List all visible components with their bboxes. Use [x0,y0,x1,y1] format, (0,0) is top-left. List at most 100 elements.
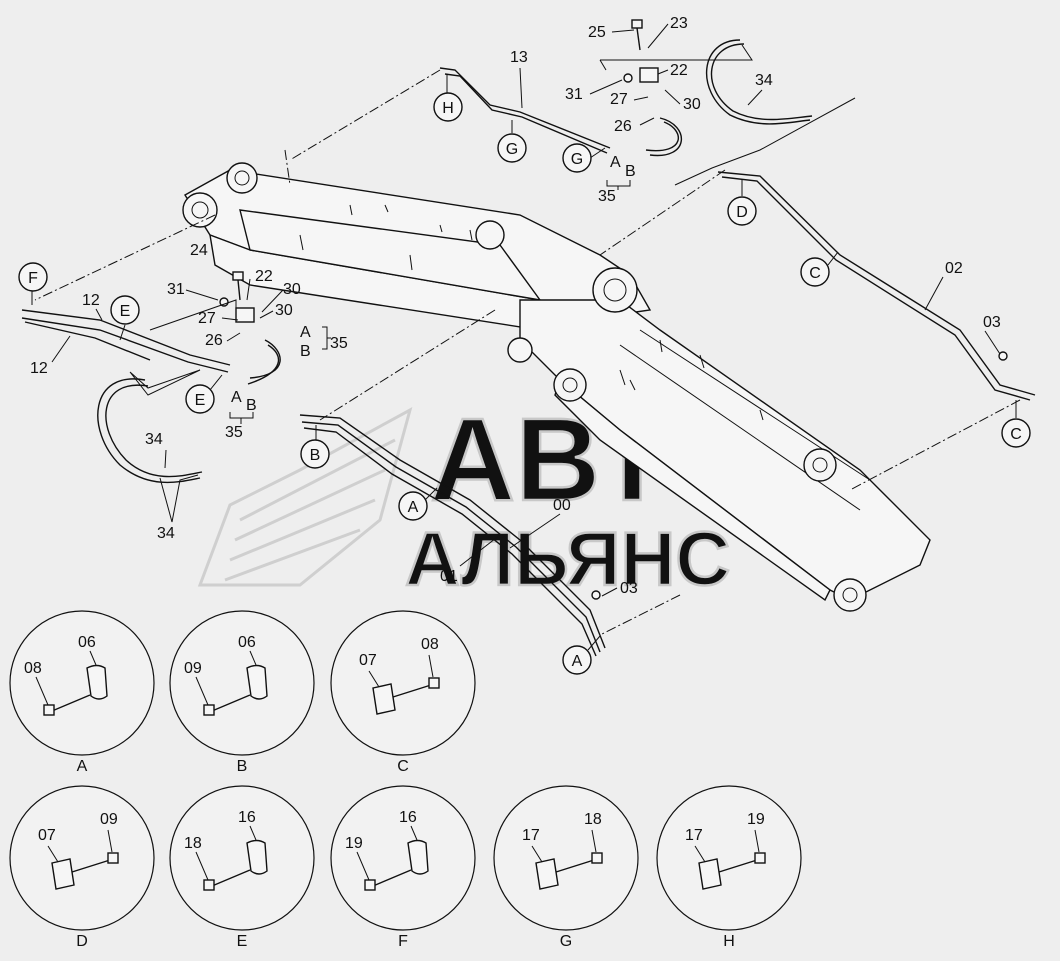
ref-marker-d-label: D [736,204,748,221]
bracket-22-top [639,67,659,83]
callout-24: 24 [190,242,208,259]
callout-30-left-upper: 30 [283,281,301,298]
arm-pin-boss-left [182,192,218,228]
detail-circle [9,785,155,931]
bolt-part [555,859,595,873]
bolt-part [718,859,758,873]
port-label-b-top: B [625,163,636,180]
ref-marker-a-2-label: A [572,653,583,670]
ref-marker-e-1-label: E [120,303,131,320]
detail-letter: E [237,933,248,950]
ref-marker-e-2-label: E [195,392,206,409]
port-label-a-left: A [231,389,242,406]
callout-03-bottom: 03 [620,580,638,597]
clip-part [51,858,75,890]
callout-31-left: 31 [167,281,185,298]
clip-part [535,858,559,890]
detail-letter: A [77,758,88,775]
detail-part-label: 07 [38,827,56,844]
bolt-part [211,694,251,712]
clip-part [372,683,396,715]
callout-25: 25 [588,24,606,41]
callout-13: 13 [510,49,528,66]
ref-marker-g-1: G [497,120,527,163]
arm-assembly [182,162,931,612]
callout-02: 02 [945,260,963,277]
callout-30-left-lower: 30 [275,302,293,319]
ref-marker-a-1-label: A [408,499,419,516]
callout-34-top: 34 [755,72,773,89]
detail-part-label: 18 [584,811,602,828]
callout-22-top: 22 [670,62,688,79]
callout-00: 00 [553,497,571,514]
part-callouts: 13 25 23 22 31 27 30 26 34 35 02 03 12 1… [30,15,1001,597]
bracket-22-left [235,307,255,323]
detail-circle [330,610,476,756]
piping [21,39,1036,657]
callout-35-right: 35 [330,335,348,352]
ref-marker-g-2: G [562,143,606,173]
callout-22-left: 22 [255,268,273,285]
port-label-a-right: A [300,324,311,341]
detail-circle [656,785,802,931]
bolt-part [372,869,412,887]
port-label-a-top: A [610,154,621,171]
ref-marker-e-1: E [110,295,140,341]
callout-31-top: 31 [565,86,583,103]
detail-part-label: 18 [184,835,202,852]
detail-circle [493,785,639,931]
detail-circle [330,785,476,931]
detail-part-label: 09 [184,660,202,677]
callout-12-bottom: 12 [30,360,48,377]
bolt-25 [636,27,641,51]
ref-marker-a-2: A [562,635,601,675]
ref-marker-h: H [433,75,463,122]
detail-circle [169,785,315,931]
detail-letter: C [397,758,409,775]
bolt-part [392,684,432,698]
reference-markers: H G G D C C F [18,75,1031,675]
ref-marker-a-1: A [398,487,438,521]
ref-marker-c-2: C [1001,400,1031,448]
port-label-b-right: B [300,343,311,360]
detail-part-label: 09 [100,811,118,828]
callout-30-top: 30 [683,96,701,113]
callout-01: 01 [440,568,458,585]
arm-pin-boss-center [592,267,638,313]
clip-part [698,858,722,890]
ref-marker-b: B [300,425,330,469]
clamp-part [246,664,268,700]
callout-34-left-lower: 34 [157,525,175,542]
detail-part-label: 06 [78,634,96,651]
detail-part-label: 16 [399,809,417,826]
clamp-part [407,839,429,875]
detail-part-label: 06 [238,634,256,651]
bolt-part [51,694,91,712]
ref-marker-c-2-label: C [1010,426,1022,443]
detail-part-label: 17 [685,827,703,844]
ref-marker-b-label: B [310,447,321,464]
detail-part-label: 19 [345,835,363,852]
fittings [219,19,1008,600]
callout-27-left: 27 [198,310,216,327]
ref-marker-f: F [18,262,48,305]
ref-marker-h-label: H [442,100,454,117]
callout-03-right: 03 [983,314,1001,331]
callout-35-left: 35 [225,424,243,441]
port-label-b-left: B [246,397,257,414]
ref-marker-d: D [727,180,757,226]
leader-lines [34,69,1021,636]
ref-marker-g-2-label: G [571,151,583,168]
port-labels: A B A B A B [231,154,636,414]
detail-circle [169,610,315,756]
detail-part-label: 07 [359,652,377,669]
ref-marker-f-label: F [28,270,38,287]
